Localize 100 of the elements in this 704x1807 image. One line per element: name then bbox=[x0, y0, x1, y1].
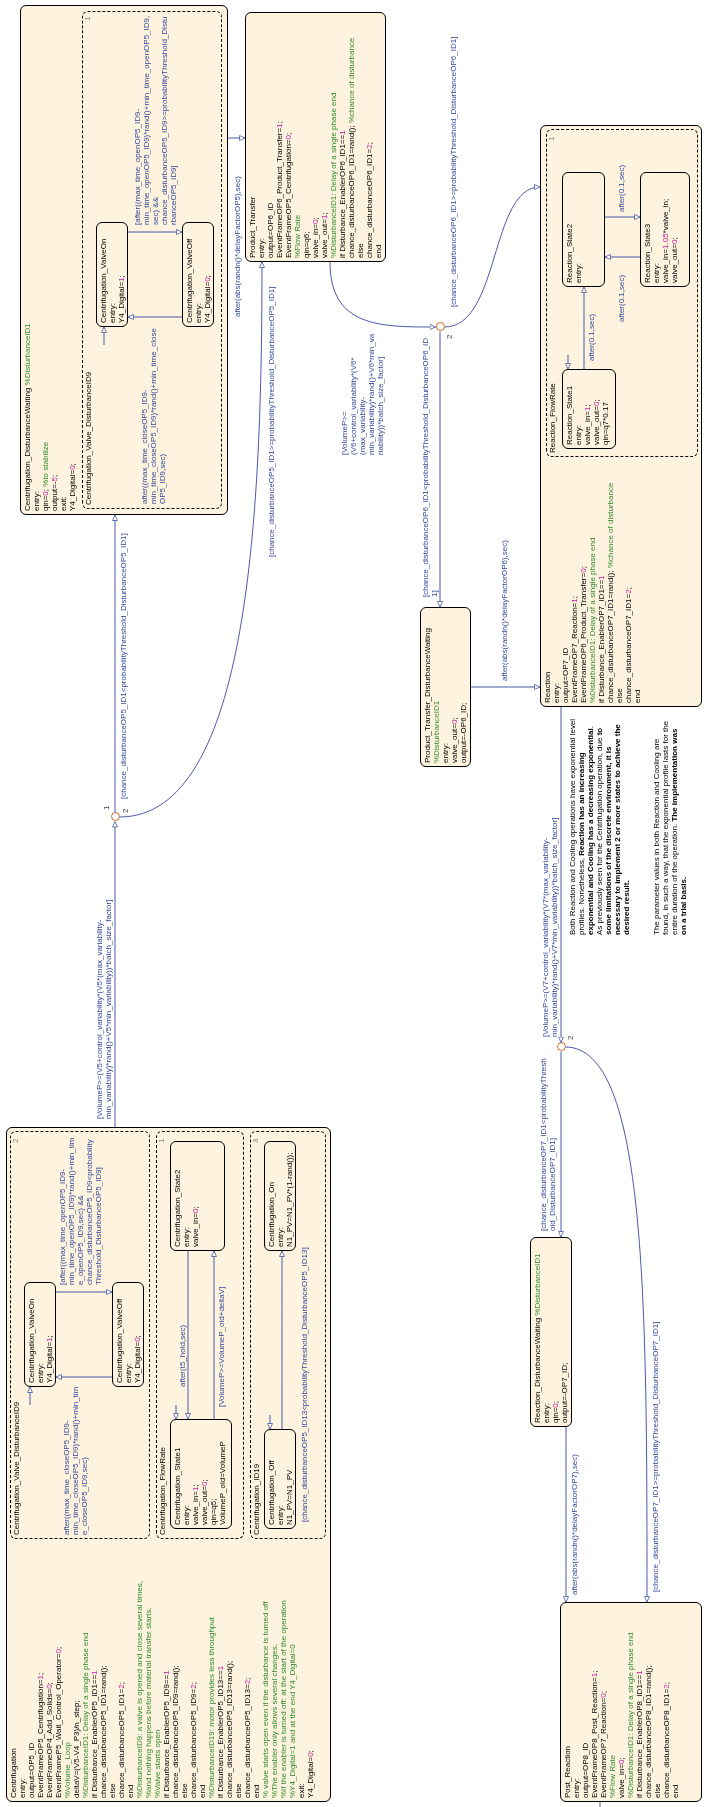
code-line: Y4_Digital=0; bbox=[306, 1750, 315, 1798]
code-line: entry: bbox=[441, 743, 450, 763]
state-box bbox=[245, 12, 386, 262]
code-line: %DisturbanceID1: Delay of a single phase end bbox=[626, 1632, 635, 1798]
code-line: chance_disturbanceOP5_ID9=2; bbox=[189, 1682, 198, 1798]
code-line: end bbox=[198, 1784, 207, 1798]
code-line: output=-OP7_ID; bbox=[560, 1362, 569, 1423]
transition-label: [VolumeP>=(V6+control_variability*(V6*(max_variability-min_variability)*rand()+V6*min_variability))*batch_size_factor] bbox=[340, 333, 385, 455]
code-line: %DisturbanceID19: motor provides less throughput bbox=[207, 1617, 216, 1798]
state-box bbox=[420, 607, 471, 767]
state-box bbox=[170, 1419, 232, 1529]
transition-label: after(t5_hold,sec) bbox=[178, 1324, 187, 1387]
transition-label: after(0.1,sec) bbox=[587, 313, 596, 361]
note-text: Both Reaction and Cooling operations have exponential level profiles. Nonetheless, Reaction has an increasing exponential and Cooling has a decreasing exponential. As previously seen for the Centrifugation operation, due to some limitations of the discrete environment, it is necessary to implement 2 or more states to achieve the desired result. bbox=[568, 717, 631, 935]
execution-order-number: 2 bbox=[567, 1035, 575, 1040]
code-line: EventFrameOP5_Centrifugation=0; bbox=[284, 132, 293, 258]
transition-arrow bbox=[127, 229, 183, 235]
junction-circle bbox=[110, 812, 120, 822]
code-line: %and nothing happens before material transfer starts. bbox=[144, 1607, 153, 1798]
state-name: Centrifugation_DisturbanceWaiting %DisturbanceID1 bbox=[23, 323, 32, 511]
default-transition-arrow bbox=[173, 1404, 179, 1420]
state-name: Reaction_DisturbanceWaiting %DisturbanceID1 bbox=[533, 1253, 542, 1423]
code-line: entry: bbox=[652, 263, 661, 283]
code-line: EventFrameOP7_Reaction=1; bbox=[570, 596, 579, 703]
code-line: qin=q5; bbox=[209, 1498, 218, 1525]
code-line: EventFrameOP8_Post_Reaction=1; bbox=[590, 1670, 599, 1798]
execution-order-number: 3 bbox=[252, 1138, 260, 1143]
code-line: valve_in=0; bbox=[311, 217, 320, 258]
code-line: Y4_Digital=0; bbox=[68, 463, 77, 511]
code-line: %Valve starts open bbox=[153, 1729, 162, 1798]
code-line: chance_disturbanceOP5_ID13=rand(); bbox=[225, 1660, 234, 1798]
transition-arrow bbox=[127, 314, 183, 320]
transition-arrow bbox=[558, 1051, 564, 1238]
transition-arrow bbox=[112, 821, 118, 1128]
execution-order-number: 1 bbox=[158, 1138, 166, 1143]
code-line: chance_disturbanceOP6_ID1=2; bbox=[365, 142, 374, 258]
code-line: %Y4_Digital=1 and at the end Y4_Digital=0 bbox=[288, 1644, 297, 1798]
transition-arrow bbox=[119, 261, 265, 818]
code-line: entry: bbox=[108, 303, 117, 323]
code-line: entry: bbox=[36, 1363, 45, 1383]
state-name: Reaction_State1 bbox=[565, 385, 574, 445]
code-line: valve_in=1.05*valve_in; bbox=[661, 198, 670, 283]
state-name: Centrifugation_On bbox=[267, 1182, 276, 1247]
code-line: exit: bbox=[297, 1783, 306, 1798]
state-name: Reaction_FlowRate bbox=[548, 383, 557, 453]
transition-label: [VolumeP>=(V7+control_variability*(V7*(max_variability-min_variability)*rand()+V7*min_variability))*batch_size_factor] bbox=[541, 816, 559, 1037]
code-line: chance_disturbanceOP8_ID1=2; bbox=[662, 1682, 671, 1798]
transition-arrow bbox=[470, 684, 541, 690]
state-name: Product_Transfer_DisturbanceWaiting bbox=[423, 627, 432, 763]
code-line: entry: bbox=[124, 1363, 133, 1383]
state-name: Centrifugation_ValveOn bbox=[27, 1298, 36, 1383]
code-line: Y4_Digital=1; bbox=[45, 1335, 54, 1383]
transition-arrow bbox=[604, 214, 641, 220]
transition-arrow bbox=[444, 185, 541, 328]
transition-arrow bbox=[565, 1046, 650, 1603]
code-line: valve_out=0; bbox=[450, 717, 459, 763]
transition-label: [chance_disturbanceOP5_ID1>=probabilityThreshold_DisturbanceOP5_ID1] bbox=[267, 286, 276, 557]
junction-circle bbox=[435, 322, 445, 332]
code-line: valve_in=1; bbox=[191, 1484, 200, 1525]
code-line: output=OP7_ID bbox=[561, 647, 570, 703]
transition-label: after(0.1,sec) bbox=[617, 164, 626, 212]
code-line: valve_in=1; bbox=[583, 404, 592, 445]
code-line: valve_out=0; bbox=[592, 399, 601, 445]
code-line: valve_out=0; bbox=[670, 237, 679, 283]
transition-label: after(0.1,sec) bbox=[617, 274, 626, 322]
code-line: entry: bbox=[574, 425, 583, 445]
code-line: Y4_Digital=0; bbox=[133, 1335, 142, 1383]
state-box bbox=[264, 1429, 296, 1529]
transition-arrow bbox=[112, 514, 118, 813]
code-line: N1_PV=N1_PV bbox=[285, 1469, 294, 1525]
state-name: Reaction_State3 bbox=[643, 223, 652, 283]
code-line: %DisturbanceID1: Delay of a single phase end bbox=[329, 92, 338, 258]
transition-arrow bbox=[604, 254, 641, 260]
state-box bbox=[182, 222, 214, 327]
code-line: %Flow Rate bbox=[293, 214, 302, 258]
code-line: else bbox=[180, 1783, 189, 1798]
state-name: Centrifugation_ValveOff bbox=[115, 1298, 124, 1383]
code-line: valve_in=0; bbox=[191, 1206, 200, 1247]
code-line: EventFrameOP4_Add_Solids=0; bbox=[45, 1682, 54, 1798]
state-name: Centrifugation_State2 bbox=[173, 1169, 182, 1247]
code-line: output=OP8_ID bbox=[581, 1742, 590, 1798]
execution-order-number: 1 bbox=[84, 16, 92, 21]
transition-arrow bbox=[581, 286, 587, 370]
code-line: %Flow Rate bbox=[608, 1754, 617, 1798]
code-line: else bbox=[108, 1783, 117, 1798]
code-line: if Disturbance_EnablerOP8_ID1==1 bbox=[635, 1670, 644, 1798]
code-line: %DisturbanceID1: Delay of a single phase end bbox=[81, 1632, 90, 1798]
code-line: else bbox=[234, 1783, 243, 1798]
code-line: output=OP6_ID bbox=[266, 202, 275, 258]
transition-arrow bbox=[185, 1250, 191, 1420]
code-line: end bbox=[374, 244, 383, 258]
transition-label: [chance_disturbanceOP5_ID1<probabilityThreshold_DisturbanceOP5_ID1] bbox=[119, 533, 128, 799]
state-box bbox=[562, 369, 616, 449]
code-line: output=-OP6_ID; bbox=[459, 702, 468, 763]
note-text: The parameter values in both Reaction and Cooling are found, in such a way, that the exponential profile lasts for the entire duration of the operation. The implementation was on a trial basis. bbox=[652, 719, 688, 935]
transition-arrow bbox=[55, 1289, 113, 1295]
transition-arrow bbox=[55, 1374, 113, 1380]
code-line: chance_disturbanceOP7_ID1=2; bbox=[624, 587, 633, 703]
state-box bbox=[6, 1127, 331, 1802]
code-line: valve_out=1; bbox=[320, 212, 329, 258]
